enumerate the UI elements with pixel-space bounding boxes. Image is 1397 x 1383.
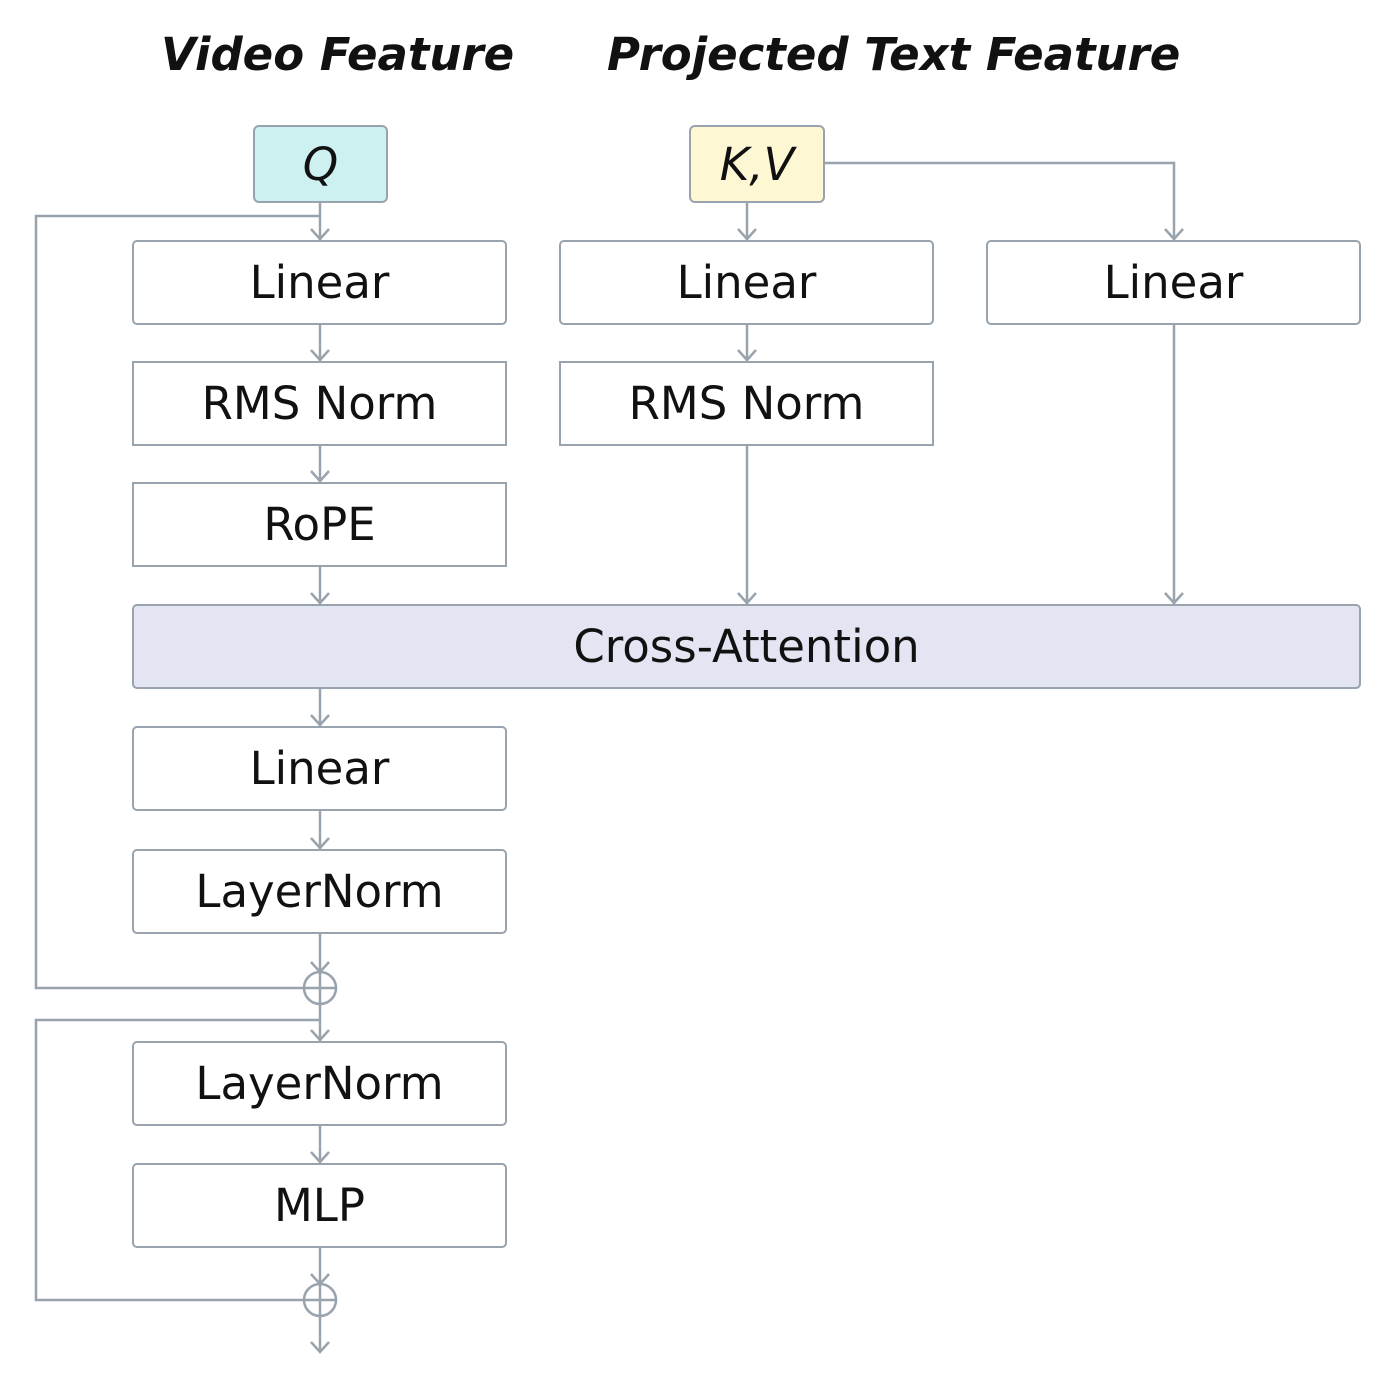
projected-text-feature-heading: Projected Text Feature [607, 28, 1181, 81]
residual-connection-1 [34, 214, 320, 990]
arrowhead [310, 1151, 330, 1164]
query-linear-box: Linear [132, 240, 507, 325]
q-input-box: Q [253, 125, 388, 203]
arrowhead [310, 714, 330, 727]
arrowhead [310, 349, 330, 362]
value-linear-box: Linear [986, 240, 1361, 325]
kv-input-box: K,V [689, 125, 825, 203]
arrow-kv-to-value-linear [825, 161, 1176, 240]
query-rms-norm-box: RMS Norm [132, 361, 507, 446]
arrowhead [310, 228, 330, 241]
arrowhead [1164, 592, 1184, 605]
mlp-box: MLP [132, 1163, 507, 1248]
output-linear-box: Linear [132, 726, 507, 811]
arrowhead [310, 837, 330, 850]
arrowhead [310, 1341, 330, 1354]
key-linear-box: Linear [559, 240, 934, 325]
arrowhead [737, 592, 757, 605]
cross-attention-box: Cross-Attention [132, 604, 1361, 689]
arrowhead [737, 349, 757, 362]
key-rms-norm-box: RMS Norm [559, 361, 934, 446]
mlp-layernorm-box: LayerNorm [132, 1041, 507, 1126]
arrowhead [310, 592, 330, 605]
rope-box: RoPE [132, 482, 507, 567]
arrowhead [310, 1029, 330, 1042]
video-feature-heading: Video Feature [161, 28, 515, 81]
residual-connection-2 [34, 1018, 320, 1302]
output-layernorm-box: LayerNorm [132, 849, 507, 934]
arrowhead [1164, 228, 1184, 241]
arrowhead [737, 228, 757, 241]
arrowhead [310, 470, 330, 483]
